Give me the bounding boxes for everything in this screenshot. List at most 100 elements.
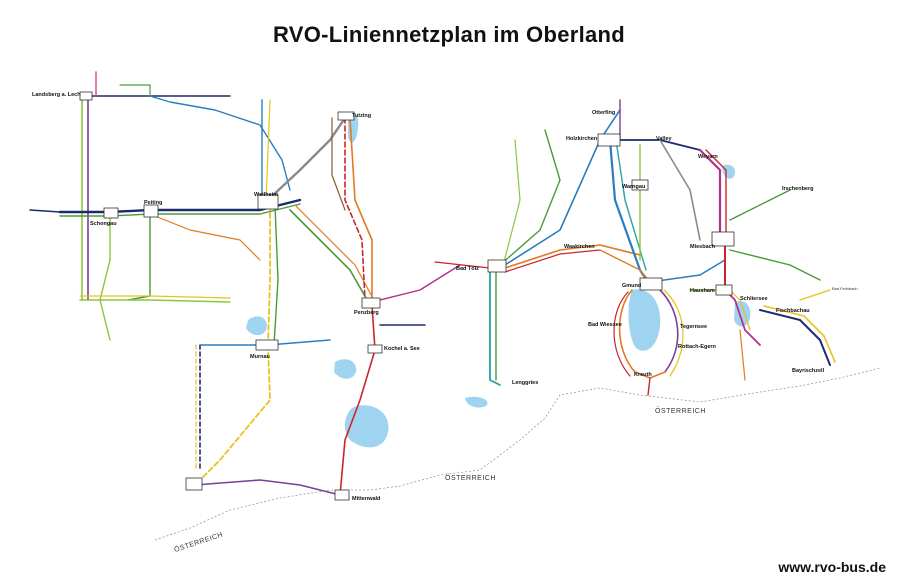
hubs bbox=[79, 91, 735, 501]
footer-url[interactable]: www.rvo-bus.de bbox=[778, 559, 886, 575]
route-landsberg-branch bbox=[149, 95, 291, 191]
route-toelz-holzkirchen bbox=[504, 109, 621, 266]
route-weilheim-penzberg bbox=[289, 209, 371, 306]
hub-weilheim bbox=[257, 194, 279, 210]
route-toelz-waakirchen bbox=[504, 244, 641, 269]
route-toelz-north bbox=[499, 129, 561, 266]
route-miesbach-east bbox=[729, 249, 821, 281]
route-tegernsee-loop-west-2 bbox=[613, 291, 631, 377]
route-kochel-mittenwald bbox=[339, 349, 376, 496]
route-tegernsee-loop-west bbox=[618, 289, 636, 373]
lakes bbox=[246, 113, 751, 448]
town-bad-wiessee: Bad Wiessee bbox=[588, 322, 622, 328]
route-penzberg-east bbox=[379, 264, 461, 301]
border-line bbox=[154, 367, 881, 541]
hub-landsberg bbox=[79, 91, 93, 101]
route-lower-west bbox=[79, 299, 231, 303]
hub-miesbach bbox=[711, 231, 735, 247]
route-weilheim-murnau-2 bbox=[273, 204, 279, 346]
route-irschenberg bbox=[729, 189, 791, 221]
map-title: RVO-Liniennetzplan im Oberland bbox=[272, 22, 626, 47]
hub-gmund bbox=[639, 277, 663, 291]
route-feilnbach bbox=[799, 289, 831, 301]
route-peiting-south bbox=[127, 213, 151, 301]
town-miesbach: Miesbach bbox=[690, 244, 716, 250]
austrian-border bbox=[154, 367, 881, 541]
town-holzkirchen: Holzkirchen bbox=[566, 136, 598, 142]
route-weilheim-tutzing bbox=[268, 116, 347, 200]
route-tegernsee-loop-east bbox=[659, 289, 679, 373]
town-hausham: Hausham bbox=[690, 288, 715, 294]
town-murnau: Murnau bbox=[250, 354, 270, 360]
town-lenggries: Lenggries bbox=[512, 380, 538, 386]
town-penzberg: Penzberg bbox=[354, 310, 379, 316]
town-schliersee: Schliersee bbox=[740, 296, 768, 302]
route-garmisch-mittenwald bbox=[194, 479, 341, 496]
town-fischbachau: Fischbachau bbox=[776, 308, 810, 314]
route-south-spitzing bbox=[739, 329, 746, 381]
lake-seehamer-see bbox=[722, 164, 736, 179]
border-label-east: ÖSTERREICH bbox=[655, 407, 706, 415]
town-rottach-egern: Rottach-Egern bbox=[678, 344, 717, 350]
route-schongau-weilheim-2 bbox=[59, 203, 301, 217]
hub-bad-toelz bbox=[487, 259, 507, 273]
route-penzberg-kochel bbox=[371, 304, 376, 351]
town-waakirchen: Waakirchen bbox=[564, 244, 595, 250]
border-label-west: ÖSTERREICH bbox=[173, 531, 224, 554]
hub-kochel bbox=[367, 344, 383, 354]
route-toelz-waakirchen-2 bbox=[504, 249, 601, 273]
town-irschenberg: Irschenberg bbox=[782, 186, 813, 192]
town-weyarn: Weyarn bbox=[698, 154, 718, 160]
route-weilheim-north-2 bbox=[265, 99, 271, 201]
hub-peiting bbox=[143, 204, 159, 218]
route-schliersee-fischbachau-2 bbox=[763, 305, 836, 363]
route-weilheim-penzberg-2 bbox=[294, 204, 376, 303]
town-tutzing: Tutzing bbox=[352, 113, 371, 119]
hub-tutzing bbox=[337, 111, 355, 121]
town-kreuth: Kreuth bbox=[634, 372, 652, 378]
route-toelz-lenggries bbox=[489, 267, 501, 386]
route-toelz-west bbox=[434, 261, 491, 269]
route-dießen bbox=[119, 84, 151, 97]
hub-hausham bbox=[715, 284, 733, 296]
hub-garmisch bbox=[185, 477, 203, 491]
lake-staffelsee bbox=[246, 316, 267, 336]
town-gmund: Gmund bbox=[622, 283, 641, 289]
route-gmund-miesbach bbox=[649, 259, 726, 283]
route-hausham-schliersee-2 bbox=[729, 289, 751, 331]
route-schliersee-fischbachau bbox=[759, 309, 831, 366]
route-tutzing-east bbox=[331, 117, 346, 211]
town-tegernsee: Tegernsee bbox=[680, 324, 707, 330]
route-weyarn bbox=[698, 148, 722, 242]
route-toelz-north-2 bbox=[503, 139, 521, 263]
town-weilheim: Weilheim bbox=[254, 192, 278, 198]
town-bad-toelz: Bad Tölz bbox=[456, 266, 479, 272]
route-gmund-waakirchen bbox=[599, 249, 651, 283]
lake-walchensee bbox=[344, 405, 389, 448]
route-kreuth bbox=[647, 377, 651, 396]
border-label-center: ÖSTERREICH bbox=[445, 474, 496, 482]
hub-schongau bbox=[103, 207, 119, 219]
town-labels: Landsberg a. Lech Tutzing Weilheim Peiti… bbox=[32, 92, 858, 502]
route-peiting-branch bbox=[149, 213, 261, 261]
town-peiting: Peiting bbox=[144, 200, 162, 206]
town-bayrischzell: Bayrischzell bbox=[792, 368, 825, 374]
route-weilheim-murnau bbox=[267, 204, 271, 346]
town-kochel: Kochel a. See bbox=[384, 346, 420, 352]
route-lines bbox=[29, 71, 836, 496]
route-tutzing-south-1 bbox=[344, 117, 366, 301]
town-mittenwald: Mittenwald bbox=[352, 496, 380, 502]
hub-holzkirchen bbox=[597, 133, 621, 147]
town-landsberg: Landsberg a. Lech bbox=[32, 92, 81, 98]
hub-murnau bbox=[255, 339, 279, 351]
route-schongau-south bbox=[99, 215, 111, 341]
route-lower-west-2 bbox=[79, 295, 231, 299]
route-valley-miesbach bbox=[659, 139, 701, 241]
route-tegernsee-loop-east-2 bbox=[663, 289, 684, 377]
town-schongau: Schongau bbox=[90, 221, 117, 227]
route-holzkirchen-gmund-2 bbox=[615, 139, 647, 271]
town-warngau: Warngau bbox=[622, 184, 645, 190]
route-weyarn-2 bbox=[705, 149, 727, 241]
lake-sylvenstein bbox=[465, 396, 488, 408]
